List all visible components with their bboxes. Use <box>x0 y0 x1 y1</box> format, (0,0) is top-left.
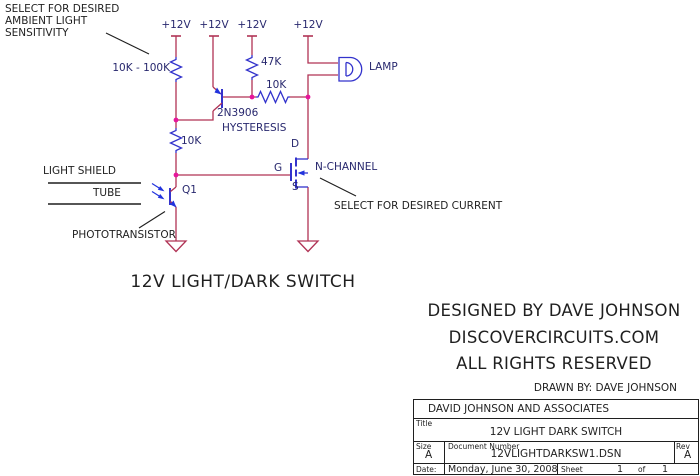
title-field-value: 12V LIGHT DARK SWITCH <box>489 426 623 438</box>
doc-field-label: Document Number <box>448 442 520 451</box>
annotation-pointer-lines <box>105 32 357 229</box>
lamp-label: LAMP <box>369 61 398 73</box>
resistor-pullup-label: 47K <box>261 56 282 68</box>
sheet-total: 1 <box>662 463 669 475</box>
size-field-value: A <box>425 449 433 461</box>
date-field-label: Date: <box>416 464 437 474</box>
power-label-2: +12V <box>199 19 229 31</box>
size-field-label: Size <box>416 442 432 451</box>
power-label-4: +12V <box>293 19 323 31</box>
power-label-3: +12V <box>237 19 267 31</box>
rev-field-label: Rev <box>676 442 690 451</box>
junction-dots <box>173 94 311 178</box>
power-label-1: +12V <box>161 19 191 31</box>
sheet-of-label: of <box>638 464 646 474</box>
doc-field-value: 12VLIGHTDARKSW1.DSN <box>490 448 622 460</box>
website-text: DISCOVERCIRCUITS.COM <box>448 328 660 347</box>
resistor-feedback-label: 10K <box>266 79 287 91</box>
lamp-symbol <box>338 56 363 82</box>
rev-field-value: A <box>684 449 692 461</box>
ground-symbol-left <box>164 240 188 253</box>
sheet-number: 1 <box>617 463 624 475</box>
sensitivity-note-line2: AMBIENT LIGHT <box>5 15 88 27</box>
transistor-2n3906-label: 2N3906 <box>217 107 259 119</box>
mosfet-source-label: S <box>292 181 299 193</box>
mosfet-drain-label: D <box>291 138 300 150</box>
title-block-divider <box>414 463 698 464</box>
resistor-feedback-10k <box>256 89 290 105</box>
title-field-label: Title <box>416 419 433 428</box>
mosfet-gate-label: G <box>274 162 283 174</box>
resistor-divider-label: 10K <box>181 135 202 147</box>
mosfet-n-channel-symbol <box>290 157 308 189</box>
resistor-ambient-label: 10K - 100K <box>112 62 170 74</box>
title-block: DAVID JOHNSON AND ASSOCIATES Title 12V L… <box>413 399 699 475</box>
wires <box>175 36 338 241</box>
resistor-ambient <box>168 57 184 82</box>
resistor-divider-10k <box>168 128 184 153</box>
sensitivity-note-line1: SELECT FOR DESIRED <box>5 3 120 15</box>
sensitivity-note-line3: SENSITIVITY <box>5 27 69 39</box>
title-block-divider <box>414 418 698 419</box>
hysteresis-label: HYSTERESIS <box>222 122 287 134</box>
transistor-2n3906-symbol <box>212 86 223 112</box>
light-shield-lines <box>48 182 141 205</box>
title-block-divider <box>674 441 675 463</box>
date-field-value: Monday, June 30, 2008 <box>448 463 558 475</box>
title-block-divider <box>444 441 445 474</box>
resistor-pullup-47k <box>244 55 260 80</box>
title-block-divider <box>414 441 698 442</box>
current-note: SELECT FOR DESIRED CURRENT <box>334 200 503 212</box>
designed-by-text: DESIGNED BY DAVE JOHNSON <box>427 301 681 320</box>
drawn-by-text: DRAWN BY: DAVE JOHNSON <box>533 382 677 394</box>
title-block-divider <box>557 463 558 474</box>
tube-label: TUBE <box>93 187 121 199</box>
ground-symbol-right <box>296 240 320 253</box>
mosfet-type-label: N-CHANNEL <box>315 161 378 173</box>
q1-label: Q1 <box>182 184 197 196</box>
phototransistor-q1-symbol <box>151 182 177 208</box>
phototransistor-label: PHOTOTRANSISTOR <box>72 229 176 241</box>
rights-text: ALL RIGHTS RESERVED <box>456 354 652 373</box>
schematic-title: 12V LIGHT/DARK SWITCH <box>130 272 356 292</box>
company-name: DAVID JOHNSON AND ASSOCIATES <box>428 403 610 415</box>
light-shield-label: LIGHT SHIELD <box>43 165 116 177</box>
light-arrows-icon <box>151 182 165 200</box>
sheet-field-label: Sheet <box>561 464 583 474</box>
